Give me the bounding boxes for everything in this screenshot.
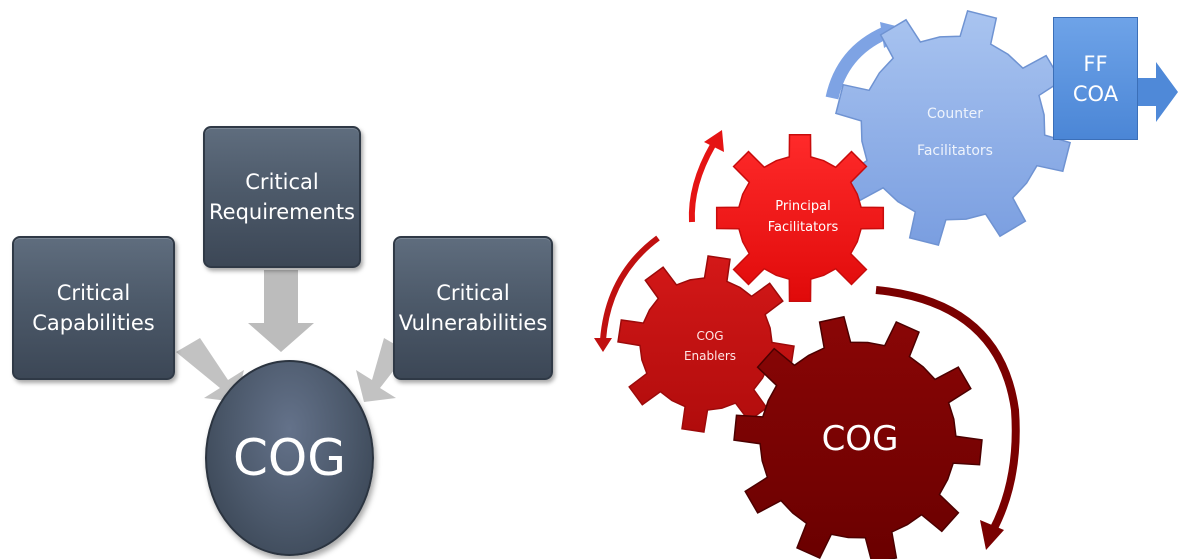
principal-facilitators-gear-shape: [715, 133, 885, 303]
cog-gear-shape: [733, 315, 983, 559]
critical-requirements-label: Critical Requirements: [209, 170, 355, 224]
arrow-left-to-cog: [176, 338, 244, 402]
curved-arrow-darkred-icon: [875, 286, 1020, 550]
curved-arrow-red-top-icon: [688, 130, 724, 223]
arrow-top-to-cog: [248, 270, 314, 352]
counter-facilitators-gear-shape: [834, 9, 1072, 247]
critical-requirements-box: Critical Requirements: [203, 126, 361, 268]
critical-capabilities-label: Critical Capabilities: [32, 281, 155, 335]
cog-gear-icon: [733, 315, 983, 559]
critical-capabilities-box: Critical Capabilities: [12, 236, 175, 380]
critical-vulnerabilities-box: Critical Vulnerabilities: [393, 236, 553, 380]
block-arrow-icon: [1138, 62, 1178, 122]
curved-arrow-red-left-icon: [594, 235, 660, 352]
cog-circle-label: COG: [232, 429, 346, 487]
critical-vulnerabilities-label: Critical Vulnerabilities: [398, 281, 548, 335]
cog-enablers-gear-icon: [617, 255, 795, 433]
ff-coa-box: FF COA: [1053, 17, 1138, 140]
cog-circle: COG: [205, 360, 374, 556]
principal-facilitators-gear-icon: [715, 133, 885, 303]
counter-facilitators-gear-icon: [834, 9, 1072, 247]
cog-enablers-gear-shape: [617, 255, 795, 433]
